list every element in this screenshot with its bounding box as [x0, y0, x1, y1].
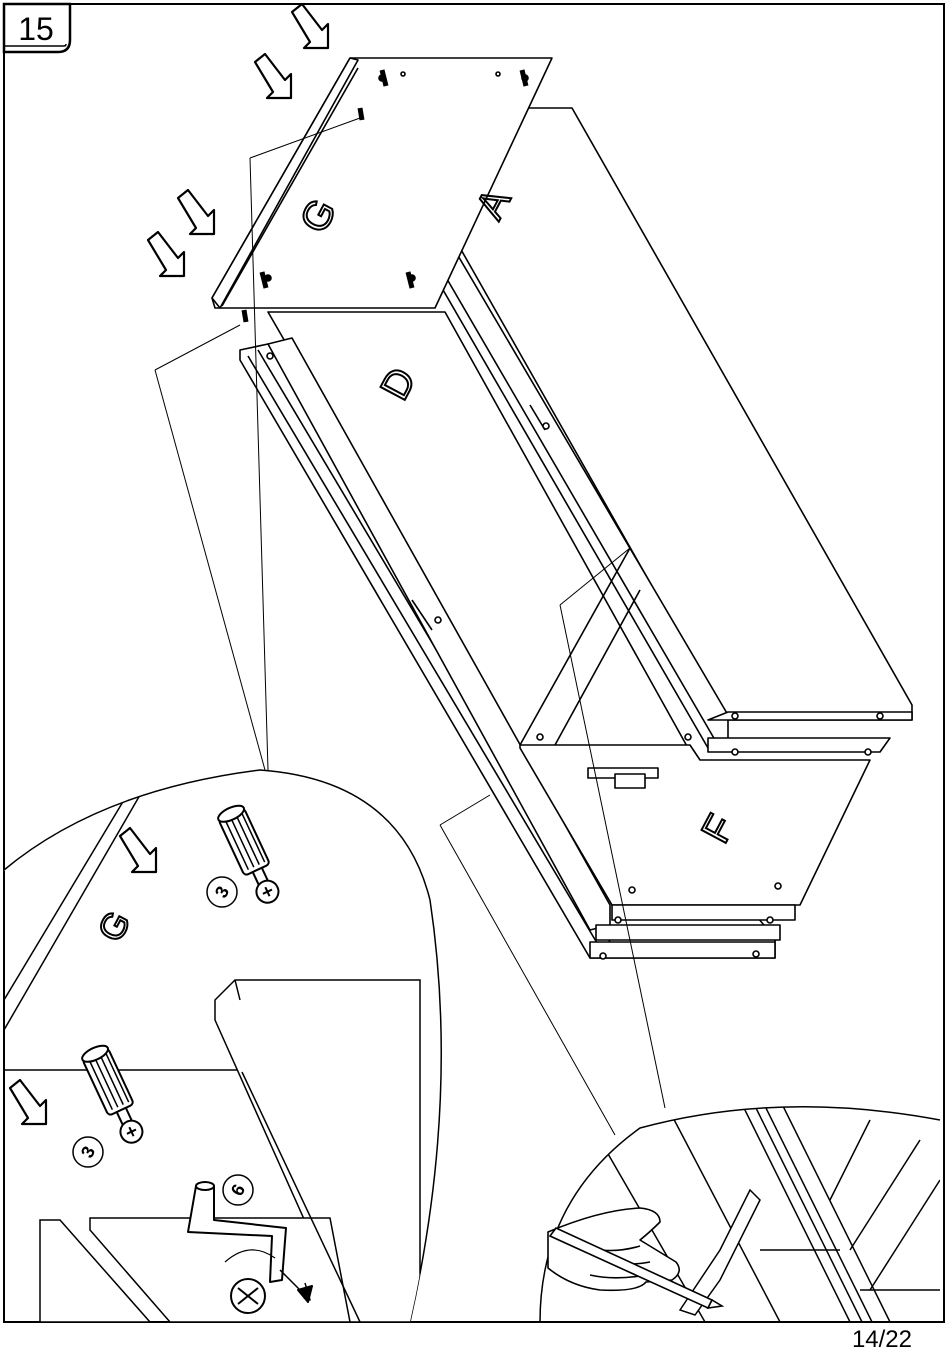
detail-view-dowels: G 3 3 6	[4, 770, 441, 1322]
page-number: 14/22	[852, 1326, 912, 1353]
dowel-icon	[80, 1042, 149, 1147]
arrow-down-icon	[292, 4, 328, 48]
screw-head-icon	[231, 1279, 265, 1313]
step-badge-icon: 15	[4, 4, 70, 52]
qty-badge-upper: 3	[207, 877, 237, 907]
qty-badge-lower: 3	[73, 1137, 103, 1167]
arrow-down-icon	[148, 232, 184, 276]
step-number: 15	[18, 11, 54, 47]
arrow-down-icon	[178, 190, 214, 234]
qty-badge-hexkey: 6	[223, 1175, 253, 1205]
arrow-down-icon	[10, 1080, 46, 1124]
arrow-down-icon	[255, 54, 291, 98]
detail-view-marking	[540, 1100, 940, 1322]
